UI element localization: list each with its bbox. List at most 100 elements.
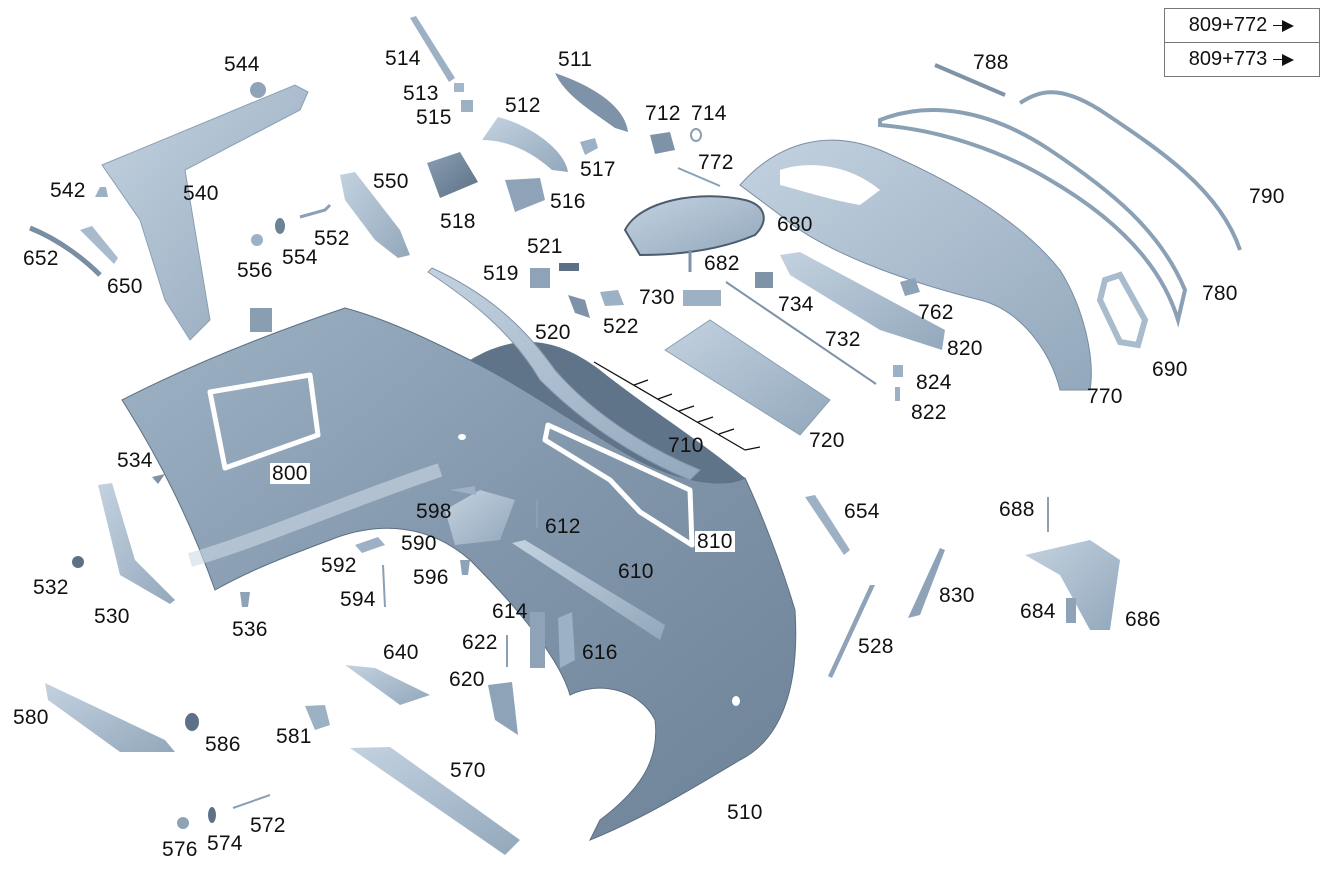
part-730-module[interactable] xyxy=(683,290,721,306)
part-616-bracket[interactable] xyxy=(558,612,575,668)
part-680-exhaust-tip[interactable] xyxy=(623,195,765,257)
part-576-nut[interactable] xyxy=(177,817,189,829)
part-556-nut[interactable] xyxy=(251,234,263,246)
part-720-frame[interactable] xyxy=(664,319,831,436)
part-690-ring[interactable] xyxy=(1096,271,1149,349)
callout-581[interactable]: 581 xyxy=(276,725,312,748)
part-790-strip[interactable] xyxy=(1018,90,1242,251)
callout-572[interactable]: 572 xyxy=(250,814,286,837)
part-570-bracket[interactable] xyxy=(350,747,520,855)
part-532-clip[interactable] xyxy=(72,556,84,568)
part-822-bolt[interactable] xyxy=(895,387,900,401)
callout-596[interactable]: 596 xyxy=(413,566,449,589)
part-598-clip[interactable] xyxy=(450,486,476,495)
part-511-cover[interactable] xyxy=(555,73,628,132)
callout-640[interactable]: 640 xyxy=(383,641,419,664)
part-518-cover[interactable] xyxy=(427,152,478,198)
callout-521[interactable]: 521 xyxy=(527,235,563,258)
callout-570[interactable]: 570 xyxy=(450,759,486,782)
callout-518[interactable]: 518 xyxy=(440,210,476,233)
part-530-bracket[interactable] xyxy=(98,483,175,604)
callout-720[interactable]: 720 xyxy=(809,429,845,452)
callout-810[interactable]: 810 xyxy=(695,530,735,553)
callout-532[interactable]: 532 xyxy=(33,576,69,599)
callout-730[interactable]: 730 xyxy=(639,286,675,309)
part-788-strip[interactable] xyxy=(934,63,1006,97)
callout-688[interactable]: 688 xyxy=(999,498,1035,521)
callout-654[interactable]: 654 xyxy=(844,500,880,523)
callout-820[interactable]: 820 xyxy=(947,337,983,360)
callout-824[interactable]: 824 xyxy=(916,371,952,394)
callout-650[interactable]: 650 xyxy=(107,275,143,298)
part-540-bracket[interactable] xyxy=(101,84,309,341)
callout-822[interactable]: 822 xyxy=(911,401,947,424)
part-650-trim[interactable] xyxy=(80,226,118,264)
callout-586[interactable]: 586 xyxy=(205,733,241,756)
part-592-clip[interactable] xyxy=(355,537,385,553)
callout-712[interactable]: 712 xyxy=(645,102,681,125)
callout-610[interactable]: 610 xyxy=(618,560,654,583)
part-519-sensor[interactable] xyxy=(530,268,550,288)
callout-542[interactable]: 542 xyxy=(50,179,86,202)
callout-684[interactable]: 684 xyxy=(1020,600,1056,623)
callout-522[interactable]: 522 xyxy=(603,315,639,338)
reference-link-2[interactable]: 809+773 xyxy=(1165,42,1319,76)
part-820-panel[interactable] xyxy=(780,252,945,350)
part-513-cap[interactable] xyxy=(454,83,464,92)
callout-790[interactable]: 790 xyxy=(1249,185,1285,208)
part-516-actuator[interactable] xyxy=(505,178,545,212)
callout-574[interactable]: 574 xyxy=(207,832,243,855)
part-596-clip[interactable] xyxy=(460,560,470,575)
callout-514[interactable]: 514 xyxy=(385,47,421,70)
part-620-bracket[interactable] xyxy=(488,682,518,735)
callout-528[interactable]: 528 xyxy=(858,635,894,658)
part-542-clip[interactable] xyxy=(95,187,108,197)
callout-614[interactable]: 614 xyxy=(492,600,528,623)
callout-511[interactable]: 511 xyxy=(558,48,593,71)
callout-762[interactable]: 762 xyxy=(918,301,954,324)
part-714-ring[interactable] xyxy=(690,128,702,142)
callout-710[interactable]: 710 xyxy=(668,434,704,457)
callout-612[interactable]: 612 xyxy=(545,515,581,538)
callout-598[interactable]: 598 xyxy=(416,500,452,523)
callout-686[interactable]: 686 xyxy=(1125,608,1161,631)
callout-552[interactable]: 552 xyxy=(314,227,350,250)
callout-519[interactable]: 519 xyxy=(483,262,519,285)
callout-580[interactable]: 580 xyxy=(13,706,49,729)
callout-788[interactable]: 788 xyxy=(973,51,1009,74)
part-528-strip[interactable] xyxy=(828,585,875,678)
callout-652[interactable]: 652 xyxy=(23,247,59,270)
part-614-bracket[interactable] xyxy=(530,612,545,668)
callout-680[interactable]: 680 xyxy=(777,213,813,236)
part-684-clip[interactable] xyxy=(1066,598,1076,623)
callout-554[interactable]: 554 xyxy=(282,246,318,269)
part-514-rod[interactable] xyxy=(410,16,455,82)
part-830-reflector[interactable] xyxy=(908,548,945,618)
part-586-washer[interactable] xyxy=(185,713,199,731)
callout-516[interactable]: 516 xyxy=(550,190,586,213)
callout-536[interactable]: 536 xyxy=(232,618,268,641)
callout-530[interactable]: 530 xyxy=(94,605,130,628)
callout-540[interactable]: 540 xyxy=(183,182,219,205)
callout-690[interactable]: 690 xyxy=(1152,358,1188,381)
callout-517[interactable]: 517 xyxy=(580,158,616,181)
part-552-screw[interactable] xyxy=(299,203,332,219)
part-512-housing[interactable] xyxy=(482,117,568,172)
part-610-panel[interactable] xyxy=(512,540,665,640)
callout-592[interactable]: 592 xyxy=(321,554,357,577)
part-780-trim[interactable] xyxy=(878,108,1188,328)
part-770-diffuser[interactable] xyxy=(739,139,1092,391)
callout-780[interactable]: 780 xyxy=(1202,282,1238,305)
callout-513[interactable]: 513 xyxy=(403,82,439,105)
part-732-cable[interactable] xyxy=(725,281,877,385)
callout-800[interactable]: 800 xyxy=(270,462,310,485)
callout-590[interactable]: 590 xyxy=(401,532,437,555)
part-654-grille[interactable] xyxy=(805,495,850,555)
callout-622[interactable]: 622 xyxy=(462,631,498,654)
callout-556[interactable]: 556 xyxy=(237,259,273,282)
callout-682[interactable]: 682 xyxy=(704,252,740,275)
part-522-clip[interactable] xyxy=(600,290,624,306)
part-515-cap[interactable] xyxy=(461,100,473,112)
part-772-clip[interactable] xyxy=(677,167,721,187)
callout-772[interactable]: 772 xyxy=(698,151,734,174)
